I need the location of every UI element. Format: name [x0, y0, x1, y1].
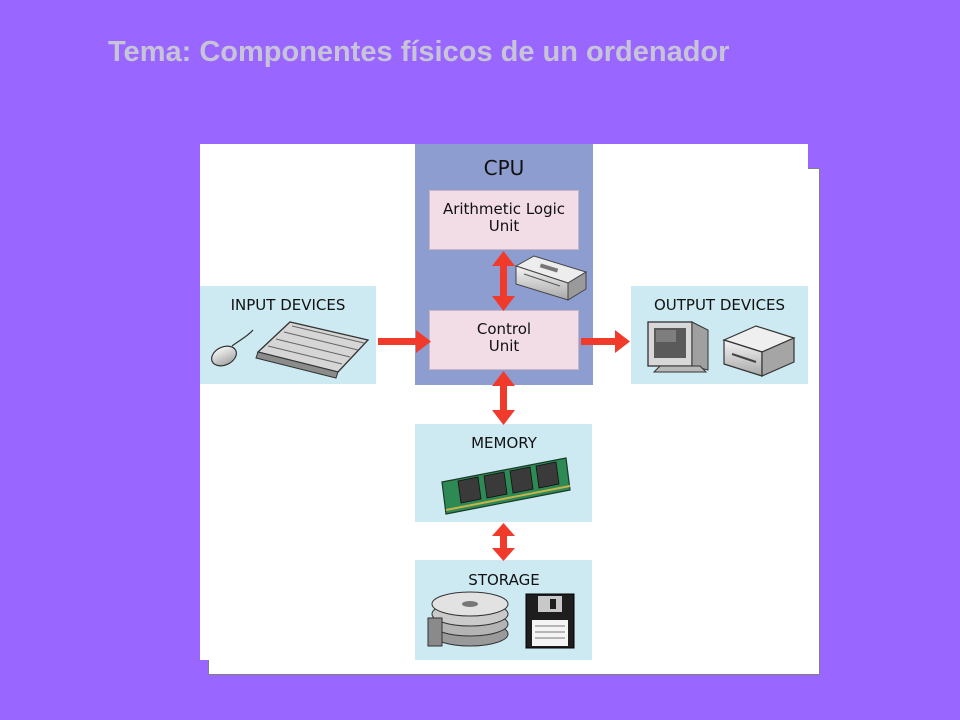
alu-label: Arithmetic Logic Unit	[442, 200, 566, 236]
hard-disk-icon	[427, 591, 509, 647]
memory-module-icon	[441, 457, 571, 515]
alu-block	[429, 190, 579, 250]
control-unit-label: Control Unit	[476, 320, 532, 356]
arrow-input-control	[378, 330, 431, 353]
output-devices-label: OUTPUT DEVICES	[653, 296, 786, 314]
arrow-control-memory	[492, 371, 515, 425]
page-title: Tema: Componentes físicos de un ordenado…	[108, 36, 730, 68]
monitor-icon	[647, 321, 709, 373]
arrow-control-output	[581, 330, 630, 353]
mouse-icon	[211, 329, 254, 367]
memory-label: MEMORY	[471, 434, 537, 452]
storage-label: STORAGE	[468, 571, 540, 589]
cpu-unit-icon	[514, 255, 588, 301]
arrow-memory-storage	[492, 523, 515, 561]
arrows	[378, 251, 630, 561]
keyboard-icon	[255, 321, 370, 379]
cpu-label: CPU	[483, 156, 525, 180]
floppy-disk-icon	[525, 593, 575, 649]
control-unit-block	[429, 310, 579, 370]
printer-icon	[722, 325, 796, 377]
arrow-alu-control	[492, 251, 515, 311]
input-devices-label: INPUT DEVICES	[230, 296, 346, 314]
